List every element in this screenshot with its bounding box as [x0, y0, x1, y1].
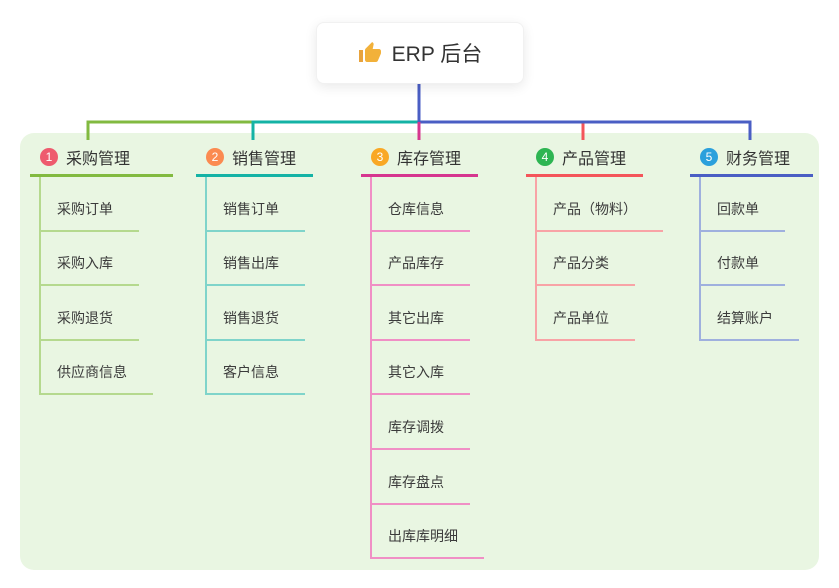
- node-item[interactable]: 产品库存: [370, 253, 470, 287]
- branch-children: 销售订单 销售出库 销售退货 客户信息: [205, 177, 305, 396]
- child-row: 采购订单: [39, 177, 153, 232]
- child-row: 库存调拨: [370, 395, 484, 450]
- branch-title-sales[interactable]: 2 销售管理: [196, 146, 313, 177]
- node-item[interactable]: 库存盘点: [370, 472, 470, 505]
- branch-product: 4 产品管理 产品（物料） 产品分类 产品单位: [526, 146, 663, 341]
- branch-children: 仓库信息 产品库存 其它出库 其它入库 库存调拨 库存盘点 出库库明细: [370, 177, 484, 560]
- node-item[interactable]: 回款单: [699, 199, 785, 232]
- node-item[interactable]: 产品分类: [535, 253, 635, 287]
- child-row: 销售出库: [205, 232, 305, 287]
- child-row: 出库库明细: [370, 505, 484, 560]
- child-row: 产品单位: [535, 286, 663, 341]
- branch-children: 采购订单 采购入库 采购退货 供应商信息: [39, 177, 153, 396]
- child-row: 产品分类: [535, 232, 663, 287]
- branch-inventory: 3 库存管理 仓库信息 产品库存 其它出库 其它入库 库存调拨 库存盘点 出库库…: [361, 146, 484, 560]
- child-row: 其它入库: [370, 341, 484, 396]
- child-row: 仓库信息: [370, 177, 484, 232]
- node-item[interactable]: 仓库信息: [370, 199, 470, 232]
- child-row: 产品库存: [370, 232, 484, 287]
- node-item[interactable]: 采购退货: [39, 308, 139, 341]
- branch-children: 产品（物料） 产品分类 产品单位: [535, 177, 663, 341]
- node-item[interactable]: 销售退货: [205, 308, 305, 341]
- branch-title-label: 财务管理: [726, 150, 791, 168]
- branch-title-product[interactable]: 4 产品管理: [526, 146, 643, 177]
- node-item[interactable]: 出库库明细: [370, 526, 484, 560]
- child-row: 采购退货: [39, 286, 153, 341]
- node-item[interactable]: 结算账户: [699, 308, 799, 341]
- node-item[interactable]: 产品单位: [535, 308, 635, 341]
- node-item[interactable]: 销售出库: [205, 253, 305, 287]
- child-row: 客户信息: [205, 341, 305, 396]
- node-item[interactable]: 库存调拨: [370, 417, 470, 450]
- branch-sales: 2 销售管理 销售订单 销售出库 销售退货 客户信息: [196, 146, 313, 396]
- thumbs-up-icon: [358, 41, 382, 65]
- child-row: 结算账户: [699, 286, 799, 341]
- branch-title-inventory[interactable]: 3 库存管理: [361, 146, 478, 177]
- branches-panel-background: [20, 133, 819, 570]
- root-node-label: ERP 后台: [391, 43, 483, 66]
- branch-number-badge: 2: [206, 147, 224, 166]
- child-row: 采购入库: [39, 232, 153, 287]
- root-node[interactable]: ERP 后台: [316, 22, 524, 84]
- child-row: 销售订单: [205, 177, 305, 232]
- child-row: 产品（物料）: [535, 177, 663, 232]
- child-row: 回款单: [699, 177, 799, 232]
- branch-title-label: 采购管理: [66, 150, 131, 168]
- branch-number-badge: 3: [371, 147, 389, 166]
- branch-purchase: 1 采购管理 采购订单 采购入库 采购退货 供应商信息: [30, 146, 173, 396]
- branch-finance: 5 财务管理 回款单 付款单 结算账户: [690, 146, 813, 341]
- child-row: 库存盘点: [370, 450, 484, 505]
- child-row: 销售退货: [205, 286, 305, 341]
- child-row: 供应商信息: [39, 341, 153, 396]
- branch-title-purchase[interactable]: 1 采购管理: [30, 146, 173, 177]
- branch-title-label: 库存管理: [397, 150, 462, 168]
- branch-number-badge: 5: [700, 147, 718, 166]
- node-item[interactable]: 其它入库: [370, 362, 470, 396]
- node-item[interactable]: 其它出库: [370, 308, 470, 341]
- branch-title-label: 销售管理: [232, 150, 297, 168]
- node-item[interactable]: 采购入库: [39, 253, 139, 287]
- node-item[interactable]: 销售订单: [205, 199, 305, 232]
- branch-children: 回款单 付款单 结算账户: [699, 177, 799, 341]
- branch-title-finance[interactable]: 5 财务管理: [690, 146, 813, 177]
- branch-number-badge: 4: [536, 147, 554, 166]
- child-row: 其它出库: [370, 286, 484, 341]
- node-item[interactable]: 付款单: [699, 253, 785, 287]
- branch-title-label: 产品管理: [562, 150, 627, 168]
- branch-number-badge: 1: [40, 147, 58, 166]
- child-row: 付款单: [699, 232, 799, 287]
- node-item[interactable]: 供应商信息: [39, 362, 153, 396]
- node-item[interactable]: 产品（物料）: [535, 199, 663, 232]
- node-item[interactable]: 采购订单: [39, 199, 139, 232]
- node-item[interactable]: 客户信息: [205, 362, 305, 396]
